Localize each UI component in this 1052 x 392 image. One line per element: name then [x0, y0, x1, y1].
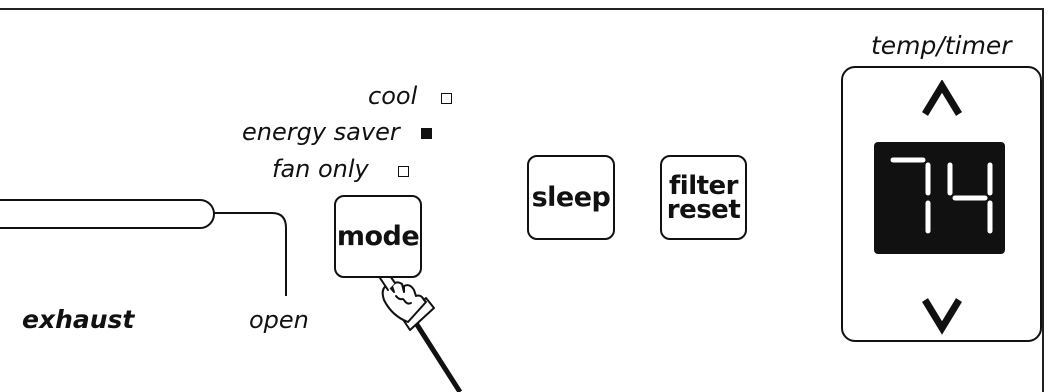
temp-down-button[interactable] [917, 292, 967, 336]
vent-lever-line [213, 212, 287, 296]
pointer-stick [411, 318, 463, 392]
temperature-display: 74 [874, 142, 1005, 254]
temp-up-button[interactable] [917, 79, 967, 124]
sleep-button-label: sleep [531, 181, 611, 213]
mode-button-label: mode [336, 220, 420, 252]
filter-reset-button[interactable]: filter reset [660, 155, 747, 240]
mode-option-cool-indicator [441, 93, 452, 104]
mode-option-energy-saver-label: energy saver [242, 118, 400, 146]
sleep-button[interactable]: sleep [527, 155, 615, 240]
seven-segment-digits [890, 157, 993, 234]
vent-slider [0, 199, 215, 229]
display-digits-group [890, 157, 993, 234]
mode-button[interactable]: mode [334, 195, 422, 278]
chevron-up-icon [922, 79, 962, 116]
filter-reset-label-line1: filter [668, 170, 739, 201]
vent-open-label[interactable]: open [249, 306, 309, 334]
mode-option-cool-label: cool [368, 82, 418, 110]
mode-option-fan-only-label: fan only [272, 155, 369, 183]
mode-option-fan-only-indicator [398, 166, 409, 177]
panel-right-edge [1042, 8, 1044, 392]
mode-option-energy-saver-indicator [421, 128, 432, 139]
temp-timer-heading: temp/timer [871, 31, 1012, 60]
exhaust-label: exhaust [22, 305, 135, 334]
filter-reset-label-line2: reset [666, 194, 741, 225]
chevron-down-icon [922, 298, 962, 335]
